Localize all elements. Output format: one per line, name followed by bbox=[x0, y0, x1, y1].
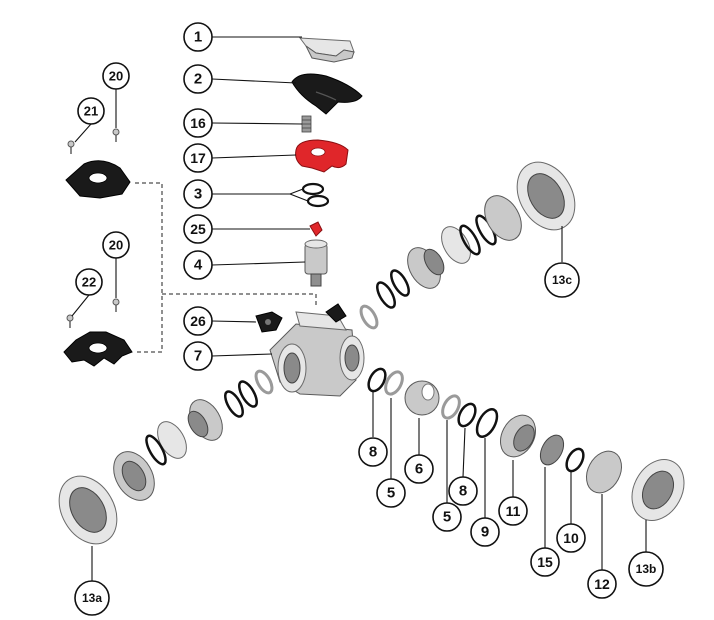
svg-text:5: 5 bbox=[387, 485, 395, 502]
callout-12: 12 bbox=[587, 569, 617, 599]
part-red-lock-insert bbox=[295, 139, 349, 173]
callout-8-left: 8 bbox=[358, 437, 388, 467]
callout-20-upper: 20 bbox=[102, 62, 130, 90]
callout-5-left: 5 bbox=[376, 478, 406, 508]
part-handle-cap bbox=[298, 37, 355, 63]
svg-text:10: 10 bbox=[563, 530, 579, 546]
svg-text:8: 8 bbox=[459, 483, 467, 500]
svg-text:11: 11 bbox=[506, 503, 521, 519]
callout-17: 17 bbox=[183, 143, 213, 173]
dashed-connector bbox=[162, 293, 317, 306]
part-screw-20-upper bbox=[112, 128, 120, 142]
part-locking-plate-22 bbox=[63, 331, 133, 367]
svg-text:2: 2 bbox=[194, 71, 202, 88]
callout-10: 10 bbox=[556, 523, 586, 553]
callout-13a: 13a bbox=[74, 580, 110, 616]
svg-text:20: 20 bbox=[109, 238, 123, 253]
svg-text:21: 21 bbox=[84, 104, 98, 119]
callout-7: 7 bbox=[183, 341, 213, 371]
callout-13b: 13b bbox=[628, 551, 664, 587]
svg-text:8: 8 bbox=[369, 444, 377, 461]
svg-text:9: 9 bbox=[481, 524, 489, 541]
branch-upper-right bbox=[359, 161, 576, 330]
callout-26: 26 bbox=[183, 306, 213, 336]
part-screw-21 bbox=[67, 140, 75, 154]
svg-text:17: 17 bbox=[190, 150, 206, 166]
callout-21: 21 bbox=[77, 97, 105, 125]
callout-13c: 13c bbox=[544, 262, 580, 298]
part-stem-o-rings bbox=[301, 182, 330, 208]
svg-text:26: 26 bbox=[190, 313, 206, 329]
part-screw-22 bbox=[66, 314, 74, 328]
callout-2: 2 bbox=[183, 64, 213, 94]
callout-6: 6 bbox=[404, 454, 434, 484]
part-valve-body bbox=[269, 303, 365, 397]
dashed-bracket bbox=[135, 182, 163, 353]
svg-text:12: 12 bbox=[594, 576, 610, 592]
part-spring bbox=[301, 115, 312, 133]
callout-25: 25 bbox=[183, 214, 213, 244]
svg-text:20: 20 bbox=[109, 69, 123, 84]
svg-text:5: 5 bbox=[443, 509, 451, 526]
svg-text:16: 16 bbox=[190, 115, 206, 131]
callout-5-right: 5 bbox=[432, 502, 462, 532]
callout-3: 3 bbox=[183, 179, 213, 209]
callout-9: 9 bbox=[470, 517, 500, 547]
callout-15: 15 bbox=[530, 547, 560, 577]
svg-text:15: 15 bbox=[537, 554, 553, 570]
part-stem bbox=[304, 239, 328, 287]
callout-16: 16 bbox=[183, 108, 213, 138]
svg-text:22: 22 bbox=[82, 275, 96, 290]
svg-text:7: 7 bbox=[194, 348, 202, 365]
leader-lines bbox=[71, 36, 647, 582]
callout-4: 4 bbox=[183, 250, 213, 280]
part-handle bbox=[291, 73, 363, 115]
callout-1: 1 bbox=[183, 22, 213, 52]
svg-text:13c: 13c bbox=[552, 273, 572, 287]
part-screw-20-lower bbox=[112, 298, 120, 312]
part-ball bbox=[404, 380, 440, 416]
svg-text:13a: 13a bbox=[82, 591, 102, 605]
svg-text:1: 1 bbox=[194, 29, 202, 46]
part-red-pin bbox=[309, 221, 323, 237]
svg-text:3: 3 bbox=[194, 186, 202, 203]
svg-text:25: 25 bbox=[190, 221, 206, 237]
callout-22: 22 bbox=[75, 268, 103, 296]
callout-20-lower: 20 bbox=[102, 231, 130, 259]
svg-text:6: 6 bbox=[415, 461, 423, 478]
part-black-clip bbox=[255, 311, 283, 333]
svg-text:13b: 13b bbox=[636, 562, 657, 576]
part-locking-plate-21 bbox=[65, 160, 131, 199]
callout-8-right: 8 bbox=[448, 476, 478, 506]
branch-lower-right bbox=[367, 367, 685, 521]
branch-lower-left bbox=[58, 369, 274, 545]
callout-11: 11 bbox=[498, 496, 528, 526]
svg-text:4: 4 bbox=[194, 257, 203, 274]
